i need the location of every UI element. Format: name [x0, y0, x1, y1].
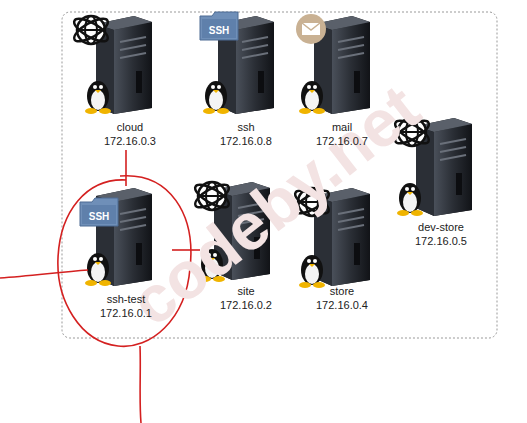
- watermark-text: codeby.net: [116, 69, 433, 340]
- globe-icon: [71, 14, 111, 45]
- server-node: store172.16.0.4: [292, 182, 392, 314]
- red-line: [0, 270, 88, 278]
- host-name: store: [330, 284, 354, 298]
- red-line: [140, 346, 141, 423]
- ip-address: 172.16.0.8: [220, 134, 272, 148]
- host-name: ssh: [237, 120, 254, 134]
- red-connector: [172, 250, 200, 251]
- folder-icon: [80, 198, 118, 226]
- linux-icon: [397, 183, 423, 216]
- host-name: site: [237, 284, 254, 298]
- ip-address: 172.16.0.4: [316, 298, 368, 312]
- server-node: site172.16.0.2: [200, 176, 292, 314]
- ip-address: 172.16.0.2: [220, 298, 272, 312]
- linux-icon: [299, 81, 325, 114]
- server-node: cloud172.16.0.3: [80, 14, 180, 150]
- host-name: cloud: [117, 120, 143, 134]
- linux-icon: [85, 253, 111, 286]
- linux-icon: [203, 81, 229, 114]
- folder-label: SSH: [209, 25, 230, 37]
- ip-address: 172.16.0.5: [415, 234, 467, 248]
- host-name: mail: [332, 120, 352, 134]
- folder-label: SSH: [89, 211, 110, 223]
- host-name: dev-store: [418, 220, 464, 234]
- server-node: ssh-test172.16.0.1: [80, 186, 172, 322]
- mail-icon: [296, 14, 326, 44]
- server-node: dev-store172.16.0.5: [388, 114, 494, 250]
- ip-address: 172.16.0.7: [316, 134, 368, 148]
- folder-icon: [200, 12, 238, 40]
- linux-icon: [299, 255, 325, 288]
- linux-icon: [85, 81, 111, 114]
- server-node: mail172.16.0.7: [292, 14, 392, 150]
- red-connector: [126, 150, 127, 186]
- host-name: ssh-test: [107, 292, 146, 306]
- ip-address: 172.16.0.3: [104, 134, 156, 148]
- ip-address: 172.16.0.1: [100, 306, 152, 320]
